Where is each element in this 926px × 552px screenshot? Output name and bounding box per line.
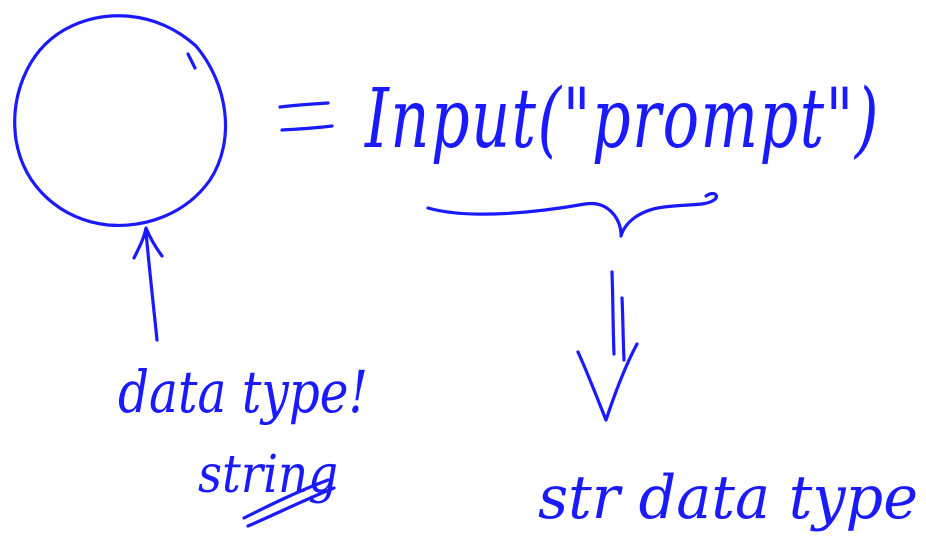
str-data-type-label: str data type	[538, 463, 918, 533]
equals-sign: =	[278, 101, 334, 132]
equals-sign-text: =	[305, 120, 313, 131]
input-function-text: Input("prompt")	[364, 72, 880, 167]
down-arrow-icon	[576, 270, 639, 422]
up-arrow-icon	[132, 226, 164, 342]
data-type-label: data type!	[118, 358, 368, 426]
string-underline	[242, 478, 336, 528]
underbrace	[426, 191, 718, 238]
variable-circle	[13, 14, 228, 227]
